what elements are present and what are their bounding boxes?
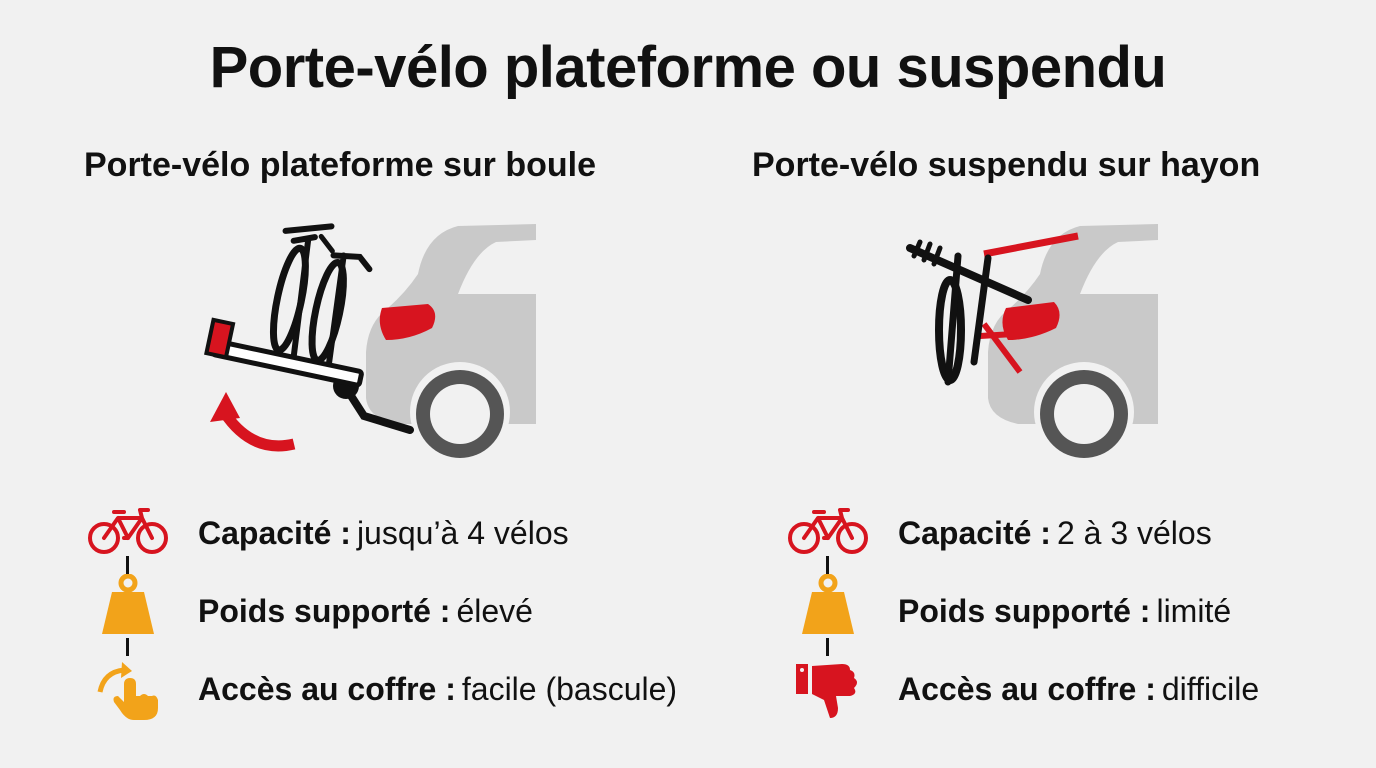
- hanging-rack-illustration: [906, 224, 1158, 462]
- feature-label: Poids supporté :: [198, 592, 451, 629]
- left-column-heading: Porte-vélo plateforme sur boule: [84, 146, 596, 184]
- bicycle-icon: [88, 508, 168, 554]
- feature-value: facile (bascule): [461, 670, 678, 707]
- car-rear-right: [988, 224, 1158, 462]
- weight-icon: [802, 574, 854, 634]
- feature-value: difficile: [1161, 670, 1260, 707]
- feature-label: Accès au coffre :: [898, 670, 1156, 707]
- right-column-heading: Porte-vélo suspendu sur hayon: [752, 146, 1261, 184]
- connector-line: [826, 556, 829, 574]
- left-feature-capacity: Capacité : jusqu’à 4 vélos: [198, 508, 569, 558]
- connector-line: [126, 638, 129, 656]
- left-feature-trunk-access: Accès au coffre : facile (bascule): [198, 664, 677, 714]
- right-feature-capacity: Capacité : 2 à 3 vélos: [898, 508, 1212, 558]
- feature-value: 2 à 3 vélos: [1056, 514, 1212, 551]
- feature-value: limité: [1156, 592, 1232, 629]
- connector-line: [126, 556, 129, 574]
- feature-label: Capacité :: [198, 514, 351, 551]
- connector-line: [826, 638, 829, 656]
- feature-value: élevé: [456, 592, 533, 629]
- car-rear-left: [366, 224, 536, 462]
- right-feature-trunk-access: Accès au coffre : difficile: [898, 664, 1259, 714]
- right-feature-weight: Poids supporté : limité: [898, 586, 1231, 636]
- platform-rack-illustration: [204, 223, 536, 462]
- thumbs-down-icon: [796, 664, 857, 718]
- weight-icon: [102, 574, 154, 634]
- feature-label: Poids supporté :: [898, 592, 1151, 629]
- tilt-hand-icon: [97, 662, 158, 720]
- page-title: Porte-vélo plateforme ou suspendu: [209, 35, 1167, 100]
- feature-label: Accès au coffre :: [198, 670, 456, 707]
- feature-label: Capacité :: [898, 514, 1051, 551]
- bicycle-icon: [788, 508, 868, 554]
- feature-value: jusqu’à 4 vélos: [356, 514, 569, 551]
- left-feature-weight: Poids supporté : élevé: [198, 586, 533, 636]
